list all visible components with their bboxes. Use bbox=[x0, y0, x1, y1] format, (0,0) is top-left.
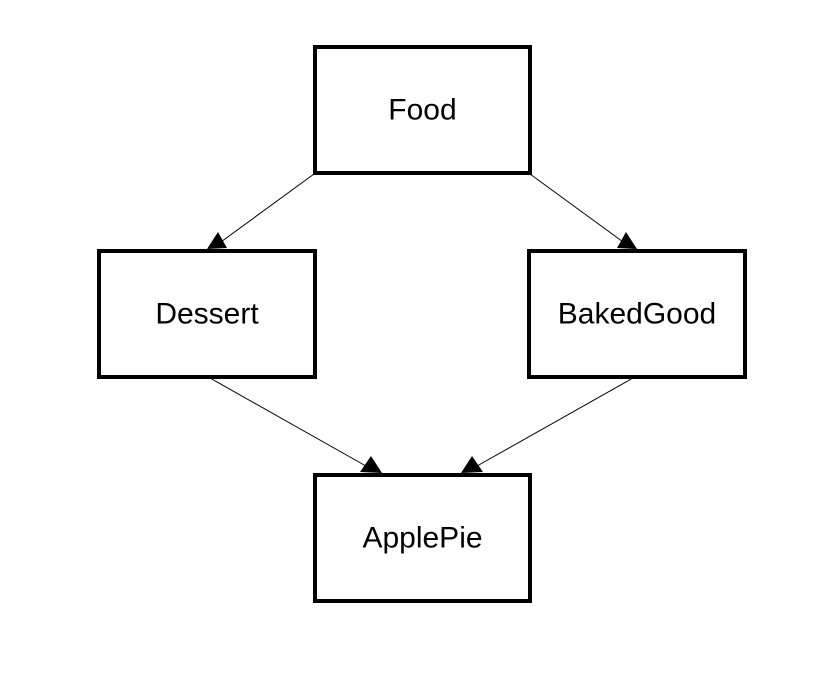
arrowhead-icon bbox=[360, 456, 382, 473]
node-box bbox=[97, 249, 317, 379]
edge-dessert-to-apple-pie bbox=[209, 377, 382, 473]
edge-baked-good-to-apple-pie bbox=[461, 377, 634, 473]
node-dessert: Dessert bbox=[97, 249, 317, 379]
node-baked-good: BakedGood bbox=[527, 249, 747, 379]
node-box bbox=[527, 249, 747, 379]
node-label-apple-pie: ApplePie bbox=[362, 522, 482, 555]
node-food: Food bbox=[313, 45, 532, 175]
edge-food-to-dessert bbox=[207, 173, 315, 249]
arrowhead-icon bbox=[617, 232, 637, 249]
node-label-food: Food bbox=[388, 94, 456, 127]
edge-line bbox=[209, 377, 374, 471]
node-label-baked-good: BakedGood bbox=[558, 298, 716, 331]
edge-line bbox=[213, 173, 315, 248]
node-box bbox=[313, 45, 532, 175]
edge-line bbox=[469, 377, 634, 471]
edge-line bbox=[529, 173, 631, 248]
node-apple-pie: ApplePie bbox=[313, 473, 532, 603]
edge-food-to-baked-good bbox=[529, 173, 637, 249]
node-box bbox=[313, 473, 532, 603]
node-label-dessert: Dessert bbox=[155, 298, 259, 331]
arrowhead-icon bbox=[207, 232, 227, 249]
arrowhead-icon bbox=[461, 456, 483, 473]
